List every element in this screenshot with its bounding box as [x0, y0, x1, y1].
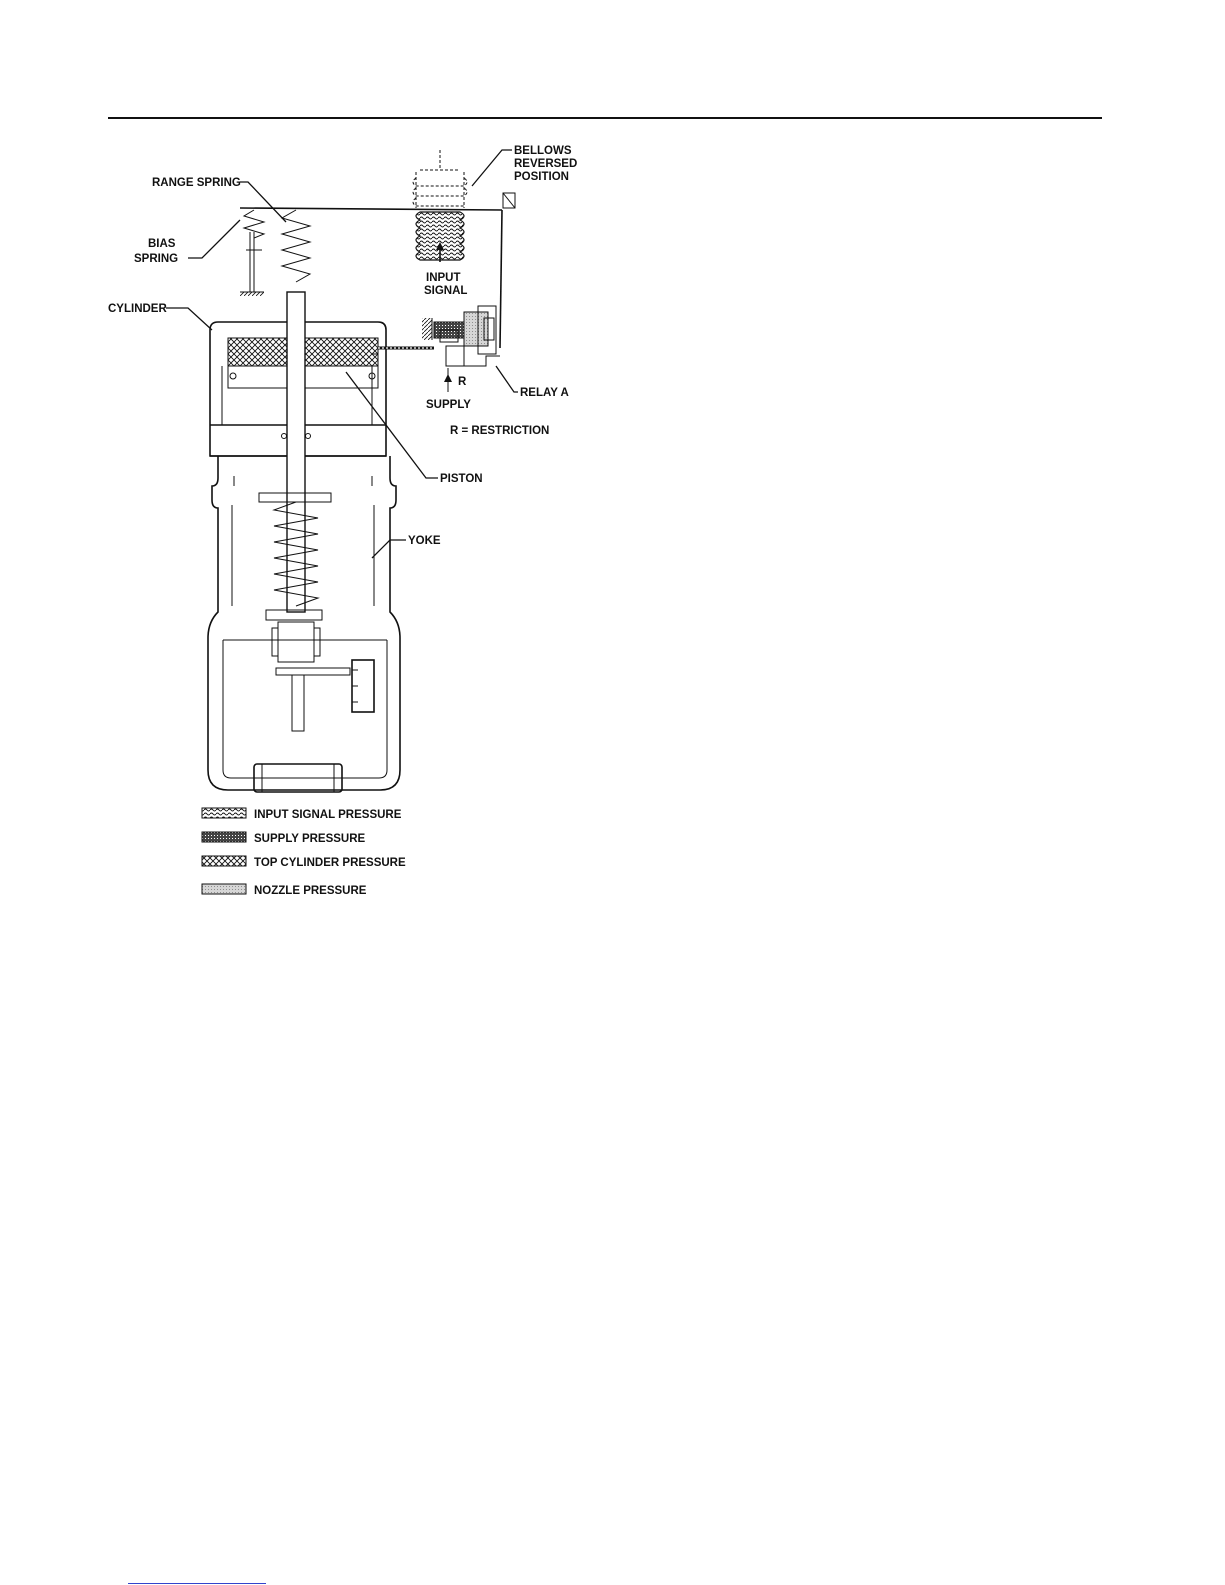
legend-label-supply: SUPPLY PRESSURE [254, 833, 366, 845]
range-spring-label: RANGE SPRING [152, 177, 241, 189]
bias-spring-label-1: BIAS [148, 238, 176, 250]
legend-label-nozzle: NOZZLE PRESSURE [254, 885, 367, 897]
piston-label: PISTON [440, 473, 483, 485]
bellows-label-2: REVERSED [514, 158, 577, 170]
range-spring [282, 210, 310, 282]
yoke-label: YOKE [408, 535, 441, 547]
restriction-key-label: R = RESTRICTION [450, 425, 549, 437]
relay-a-label: RELAY A [520, 387, 569, 399]
relay-a [372, 306, 500, 392]
legend-swatch-nozzle [202, 884, 246, 894]
cylinder-label: CYLINDER [108, 303, 167, 315]
legend-label-top-cylinder: TOP CYLINDER PRESSURE [254, 857, 406, 869]
input-signal-label-1: INPUT [426, 272, 461, 284]
legend: INPUT SIGNAL PRESSURE SUPPLY PRESSURE TO… [202, 808, 406, 897]
footnote-rule [128, 1583, 266, 1584]
bellows [416, 212, 464, 262]
input-signal-label-2: SIGNAL [424, 285, 467, 297]
restriction-r-label: R [458, 376, 467, 388]
legend-swatch-top-cylinder [202, 856, 246, 866]
legend-swatch-supply [202, 832, 246, 842]
stem-connector [272, 622, 374, 731]
supply-label: SUPPLY [426, 399, 471, 411]
bellows-reversed [413, 150, 467, 208]
bias-spring-label-2: SPRING [134, 253, 178, 265]
bias-spring [240, 210, 264, 296]
legend-swatch-input-signal [202, 808, 246, 818]
legend-label-input-signal: INPUT SIGNAL PRESSURE [254, 809, 402, 821]
bellows-label-3: POSITION [514, 171, 569, 183]
bellows-label-1: BELLOWS [514, 145, 572, 157]
